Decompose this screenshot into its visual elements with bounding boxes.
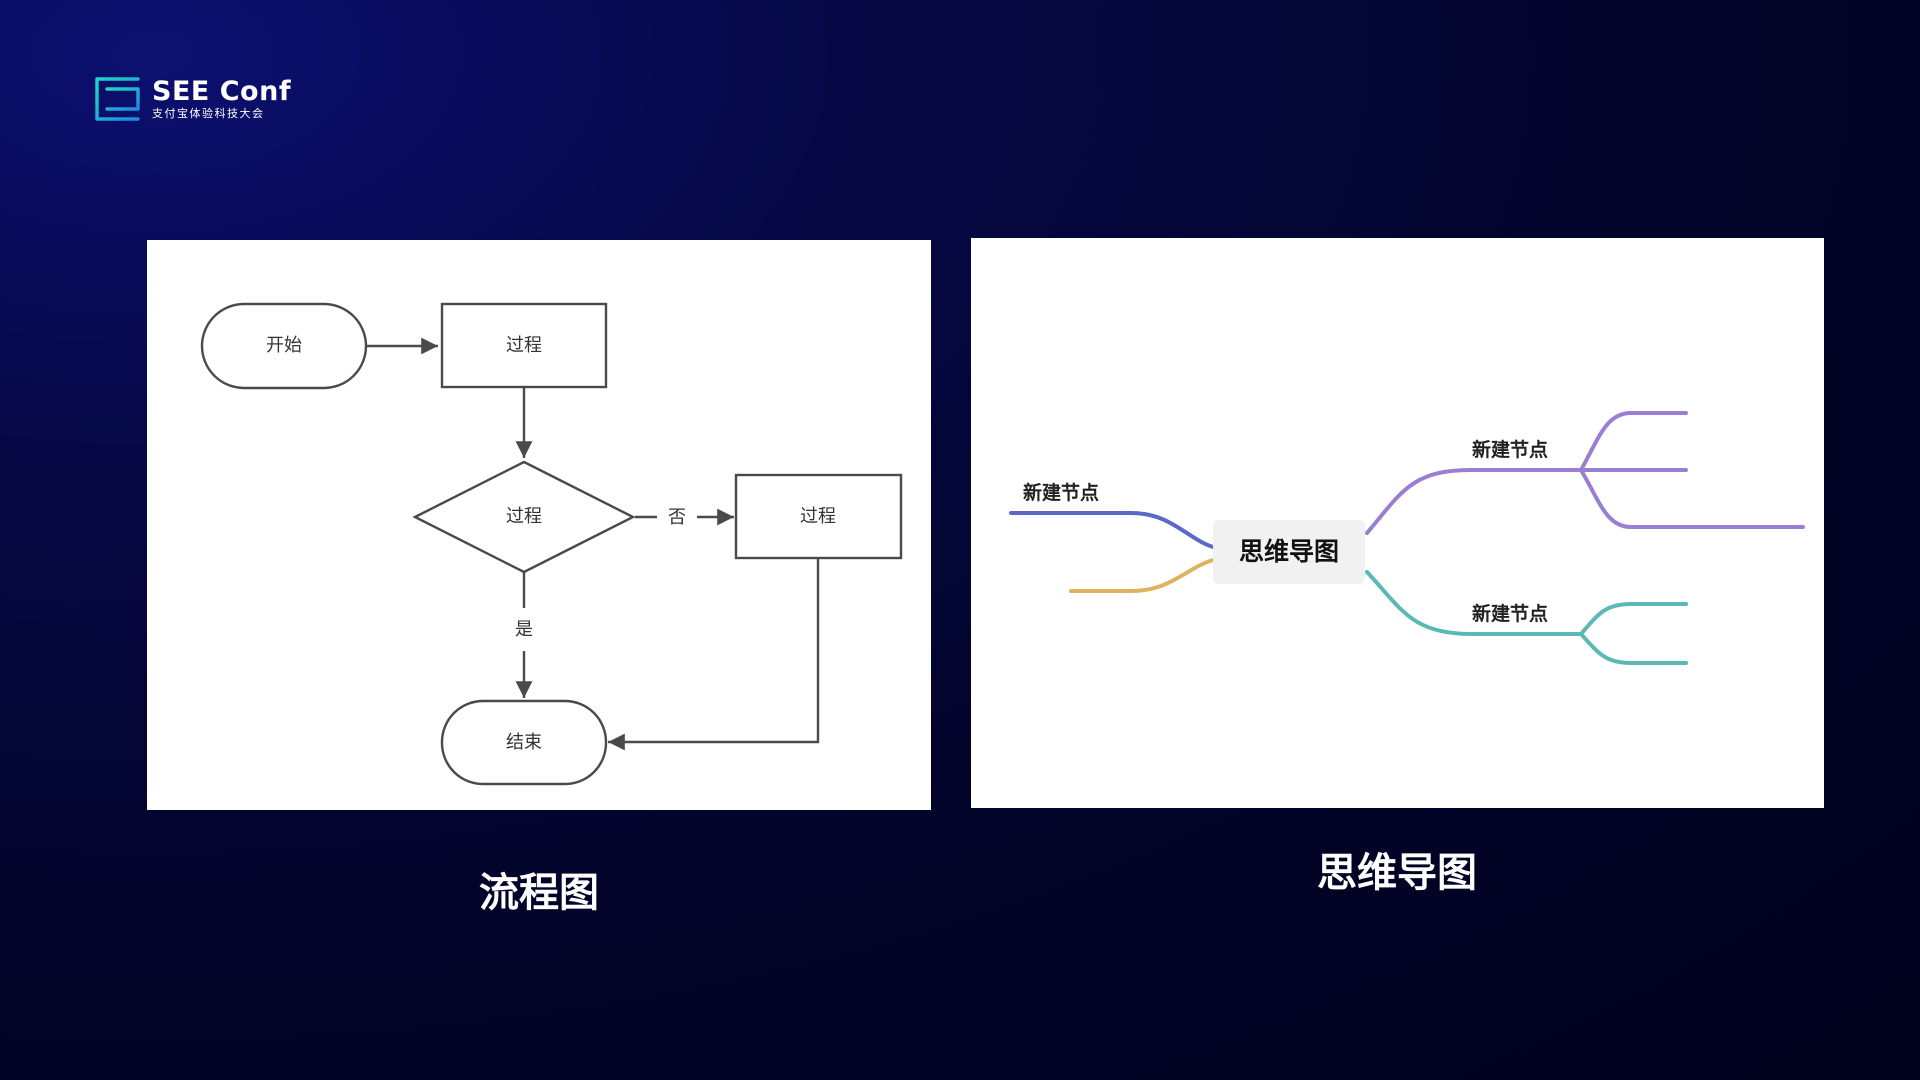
decision-node-label: 过程 <box>506 506 542 527</box>
brand-name: SEE Conf <box>152 76 292 107</box>
right-bottom-main-branch <box>1365 570 1583 636</box>
right-bottom-branch-label: 新建节点 <box>1472 602 1548 625</box>
right-top-main-branch <box>1365 468 1583 535</box>
left-top-branch <box>1009 511 1215 549</box>
end-node <box>440 699 608 786</box>
start-node <box>200 302 368 390</box>
center-node <box>1213 520 1365 584</box>
mindmap-panel: 思维导图 新建节点 新建节点 新建节点 <box>971 238 1824 808</box>
see-conf-logo-icon <box>95 77 140 121</box>
edge-label-yes: 是 <box>515 619 533 640</box>
edge-label-no: 否 <box>668 507 686 528</box>
left-bottom-branch <box>1069 558 1215 593</box>
edge-right-process-to-end <box>608 558 820 751</box>
flowchart-panel: 开始 过程 过程 过程 结束 否 是 <box>147 240 931 810</box>
process-node-top <box>440 302 608 389</box>
mindmap-diagram: 思维导图 新建节点 新建节点 新建节点 <box>1009 411 1805 665</box>
center-node-label: 思维导图 <box>1239 537 1339 566</box>
mindmap-caption: 思维导图 <box>1317 850 1477 896</box>
process-node-top-label: 过程 <box>506 335 542 356</box>
flowchart-diagram: 开始 过程 过程 过程 结束 否 是 <box>200 302 903 786</box>
right-top-branch-label: 新建节点 <box>1472 438 1548 461</box>
process-node-right-label: 过程 <box>800 506 836 527</box>
process-node-right <box>734 473 903 560</box>
brand-subtitle: 支付宝体验科技大会 <box>152 107 265 120</box>
right-top-sub-branch-1 <box>1579 411 1688 472</box>
end-node-label: 结束 <box>506 732 542 753</box>
flowchart-caption: 流程图 <box>479 870 599 916</box>
brand-logo: SEE Conf 支付宝体验科技大会 <box>94 76 291 122</box>
decision-node <box>412 460 636 574</box>
start-node-label: 开始 <box>266 335 302 356</box>
right-bottom-sub-branch-1 <box>1579 602 1688 636</box>
right-top-sub-branch-3 <box>1579 468 1805 529</box>
right-bottom-sub-branch-2 <box>1579 632 1688 665</box>
left-branch-label: 新建节点 <box>1023 481 1099 504</box>
